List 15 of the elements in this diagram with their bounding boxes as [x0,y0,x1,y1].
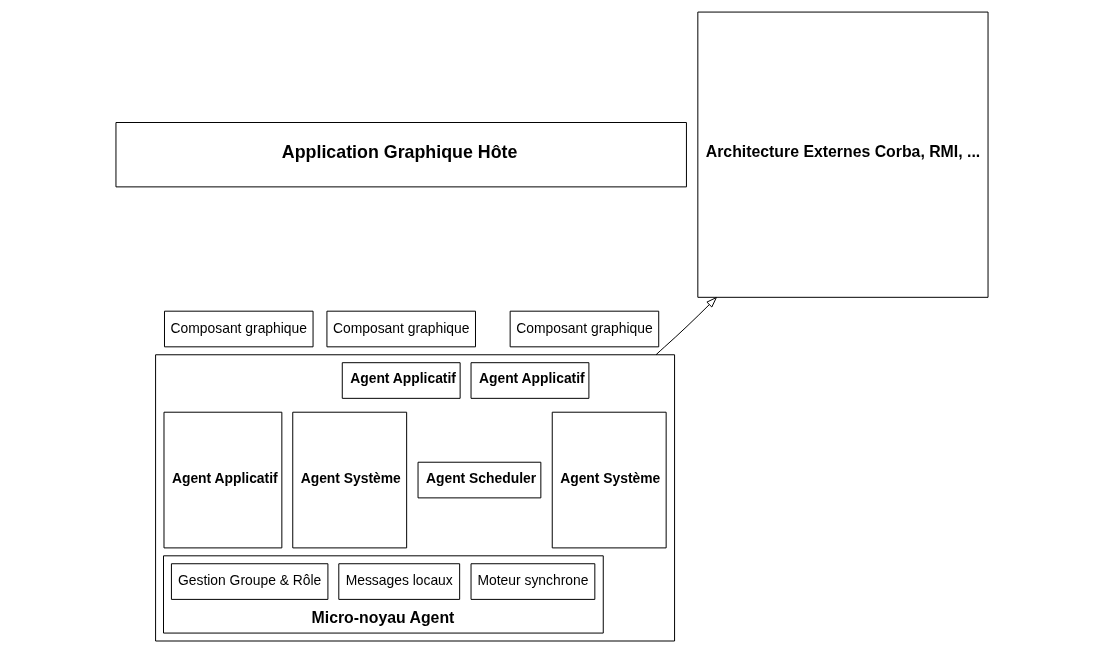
node-box: Composant graphique [326,310,476,348]
node-box: Moteur synchrone [470,563,596,600]
node-box: Agent Applicatif [163,411,283,549]
cluster [155,354,676,642]
node-box: Agent Scheduler [417,461,542,499]
node-box: Application Graphique Hôte [115,122,687,188]
node-box: Composant graphique [164,310,314,348]
node-box: Architecture Externes Corba, RMI, ... [697,11,989,298]
node-box: Agent Applicatif [341,362,461,399]
node-box: Agent Applicatif [470,362,590,399]
node-box: Composant graphique [509,310,660,348]
node-box: Agent Système [551,411,667,549]
node-box: Messages locaux [338,563,461,600]
node-box: Agent Système [292,411,408,549]
node-box: Gestion Groupe & Rôle [170,563,329,600]
